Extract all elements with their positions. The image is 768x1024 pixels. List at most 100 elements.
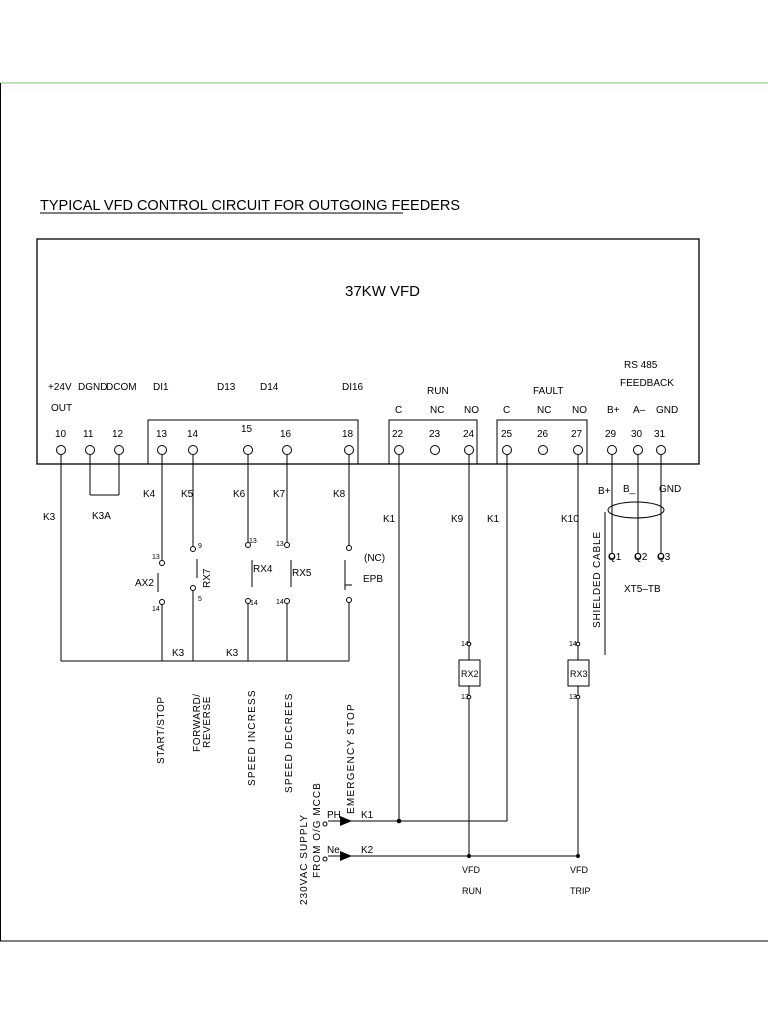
relay-pin: 13: [569, 694, 577, 701]
label-bplus: B+: [607, 405, 620, 416]
label-d14: D14: [260, 382, 279, 393]
supply-arrow: [340, 816, 352, 826]
junction-dot: [467, 854, 471, 858]
ax2-contact: 13 14 AX2: [135, 554, 165, 613]
wiring: [60, 455, 662, 857]
label-run: RUN: [427, 386, 449, 397]
junction-dot: [576, 854, 580, 858]
label-fault-no: NO: [572, 405, 587, 416]
terminal-number: 14: [187, 429, 199, 440]
function-speed-decrease: SPEED DECREES: [284, 692, 295, 793]
contact-pin: 5: [198, 596, 202, 603]
terminal: [157, 445, 167, 455]
contact-label-rx4: RX4: [253, 564, 273, 575]
terminal-number: 13: [156, 429, 168, 440]
supply-label-line1: 230VAC SUPPLY: [299, 814, 310, 905]
feedback-xt5: XT5–TB: [624, 584, 661, 595]
output-vfd-run-2: RUN: [462, 886, 482, 896]
terminal: [633, 445, 643, 455]
wire-label-k9: K9: [451, 514, 464, 525]
run-terminal-group: [388, 419, 478, 465]
supply-ph: PH: [327, 810, 341, 821]
contact-pin: 9: [198, 543, 202, 550]
terminal-number: 22: [392, 429, 404, 440]
terminal: [464, 445, 474, 455]
rx7-contact: 9 5 RX7: [190, 543, 213, 603]
fault-terminal-group: [496, 419, 588, 465]
terminal-number: 26: [537, 429, 549, 440]
label-di1: DI1: [153, 382, 169, 393]
terminal: [114, 445, 124, 455]
contact-pin: 13: [276, 541, 284, 548]
terminal: [502, 445, 512, 455]
label-fault: FAULT: [533, 386, 563, 397]
terminal: [394, 445, 404, 455]
output-vfd-run-1: VFD: [462, 865, 481, 875]
rx5-contact: 13 14 RX5: [276, 541, 312, 606]
label-rs485: RS 485: [624, 360, 658, 371]
wire-label-k3: K3: [226, 648, 239, 659]
feedback-gnd: GND: [659, 484, 681, 495]
label-fault-c: C: [503, 405, 510, 416]
label-fault-nc: NC: [537, 405, 551, 416]
label-run-nc: NC: [430, 405, 444, 416]
terminal-number: 18: [342, 429, 354, 440]
wire-label-k3: K3: [43, 512, 56, 523]
terminal: [430, 445, 440, 455]
wire-label-k3a: K3A: [92, 511, 111, 522]
rs485-feedback-cable: B+ B_ GND Q1 Q2 Q3 XT5–TB SHIELDED CABLE: [592, 484, 681, 628]
terminal: [607, 445, 617, 455]
wire-label-k1: K1: [487, 514, 500, 525]
terminal: [282, 445, 292, 455]
label-feedback: FEEDBACK: [620, 378, 674, 389]
feedback-bplus: B+: [598, 486, 611, 497]
junction-dot: [396, 818, 402, 824]
terminal: [188, 445, 198, 455]
label-run-c: C: [395, 405, 402, 416]
contact-pin: 14: [276, 599, 284, 606]
terminal-number: 25: [501, 429, 513, 440]
contact-label-rx7: RX7: [202, 568, 213, 588]
wire-label-k7: K7: [273, 489, 286, 500]
wire-label-k6: K6: [233, 489, 246, 500]
relay-pin: 14: [461, 641, 469, 648]
relay-label-rx2: RX2: [461, 669, 479, 679]
di-terminal-group: [147, 419, 359, 465]
wire-label-k1: K1: [361, 810, 374, 821]
terminal-numbers: 10 11 12 13 14 15 16 18 22 23 24 25 26 2…: [55, 424, 666, 440]
relay-label-rx3: RX3: [570, 669, 588, 679]
label-gnd: GND: [656, 405, 678, 416]
label-aminus: A–: [633, 405, 646, 416]
wire-label-k1: K1: [383, 514, 396, 525]
terminal-number: 12: [112, 429, 124, 440]
terminal: [243, 445, 253, 455]
terminal-number: 11: [83, 429, 94, 440]
supply-inputs: 230VAC SUPPLY FROM O/G MCCB PH Ne: [299, 782, 402, 905]
contact-pin: 14: [152, 606, 160, 613]
contact-label-epb: EPB: [363, 574, 383, 585]
terminal-number: 29: [605, 429, 617, 440]
wire-label-k10: K10: [561, 514, 579, 525]
supply-label-line2: FROM O/G MCCB: [312, 782, 323, 878]
terminal: [538, 445, 548, 455]
terminal-number: 24: [463, 429, 475, 440]
terminal: [56, 445, 66, 455]
output-vfd-trip-2: TRIP: [570, 886, 591, 896]
diagram-title: TYPICAL VFD CONTROL CIRCUIT FOR OUTGOING…: [40, 198, 460, 214]
supply-ne: Ne: [327, 845, 340, 856]
function-start-stop: START/STOP: [156, 696, 167, 764]
terminal: [85, 445, 95, 455]
contact-label-ax2: AX2: [135, 578, 154, 589]
rx2-relay: RX2 14 13: [458, 641, 481, 701]
label-out: OUT: [51, 403, 72, 414]
function-forward: FORWARD/: [192, 693, 203, 752]
label-run-no: NO: [464, 405, 479, 416]
terminal-number: 16: [280, 429, 292, 440]
rx3-relay: RX3 14 13: [567, 641, 590, 701]
function-speed-increase: SPEED INCRESS: [247, 689, 258, 786]
contact-pin: 13: [249, 538, 257, 545]
terminal-number: 15: [241, 424, 253, 435]
feedback-bminus: B_: [623, 484, 636, 495]
label-24v: +24V: [48, 382, 72, 393]
